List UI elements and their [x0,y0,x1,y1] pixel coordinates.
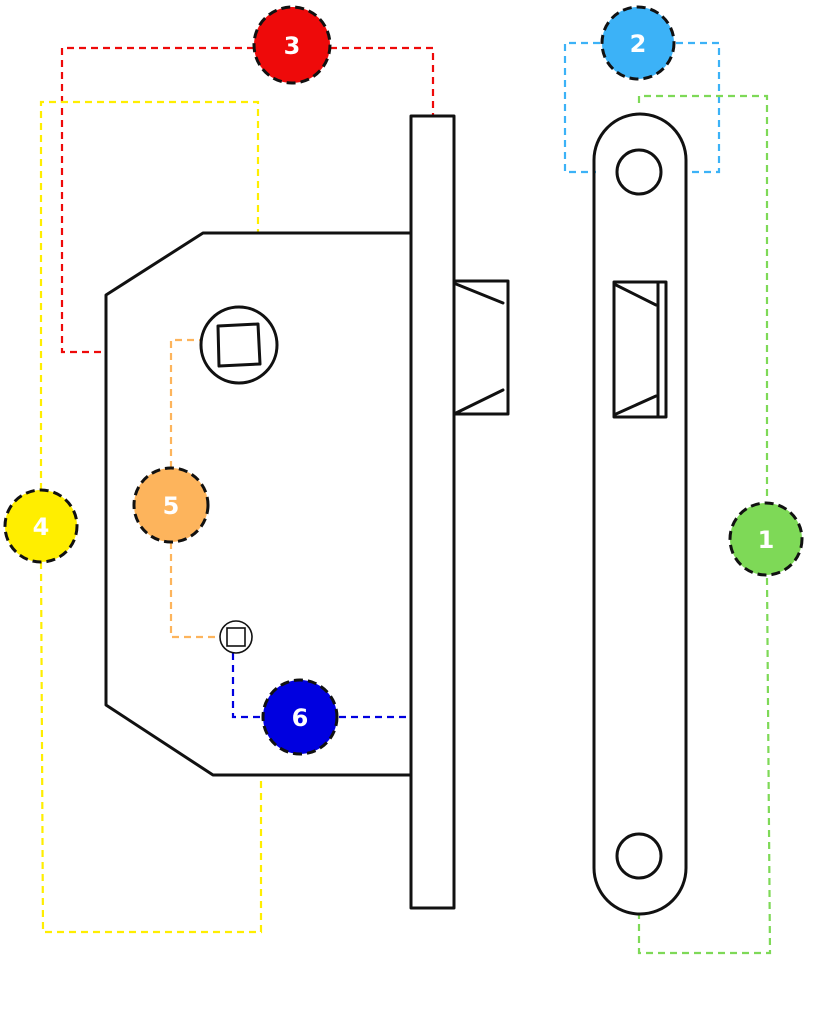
callout-label-6: 6 [292,704,309,732]
callout-label-1: 1 [758,526,775,554]
upper-spindle-hub [199,305,279,385]
leader-lines [39,41,772,955]
callout-badge-6: 6 [261,678,339,756]
leader-line-6 [231,653,411,719]
leader-line-3 [60,46,435,354]
callout-label-4: 4 [33,513,50,541]
leader-line-2 [563,41,721,174]
callout-label-2: 2 [630,30,647,58]
latch-bolt [452,279,510,416]
callout-badge-2: 2 [600,5,676,81]
callout-badge-1: 1 [728,501,804,577]
strike-plate-top-screw-hole [615,148,663,196]
leader-line-1 [637,94,772,955]
faceplate [409,114,456,910]
callout-badge-5: 5 [132,466,210,544]
leader-line-5 [169,338,220,639]
strike-plate-bottom-screw-hole [615,832,663,880]
callout-badge-3: 3 [252,5,332,85]
strike-plate [592,112,688,916]
lock-case [104,231,413,777]
lower-spindle-hub [219,620,253,654]
callout-label-5: 5 [163,492,180,520]
callout-label-3: 3 [284,32,301,60]
strike-plate-latch-opening [612,280,668,419]
callout-badge-4: 4 [3,488,79,564]
leader-line-4 [39,100,263,934]
